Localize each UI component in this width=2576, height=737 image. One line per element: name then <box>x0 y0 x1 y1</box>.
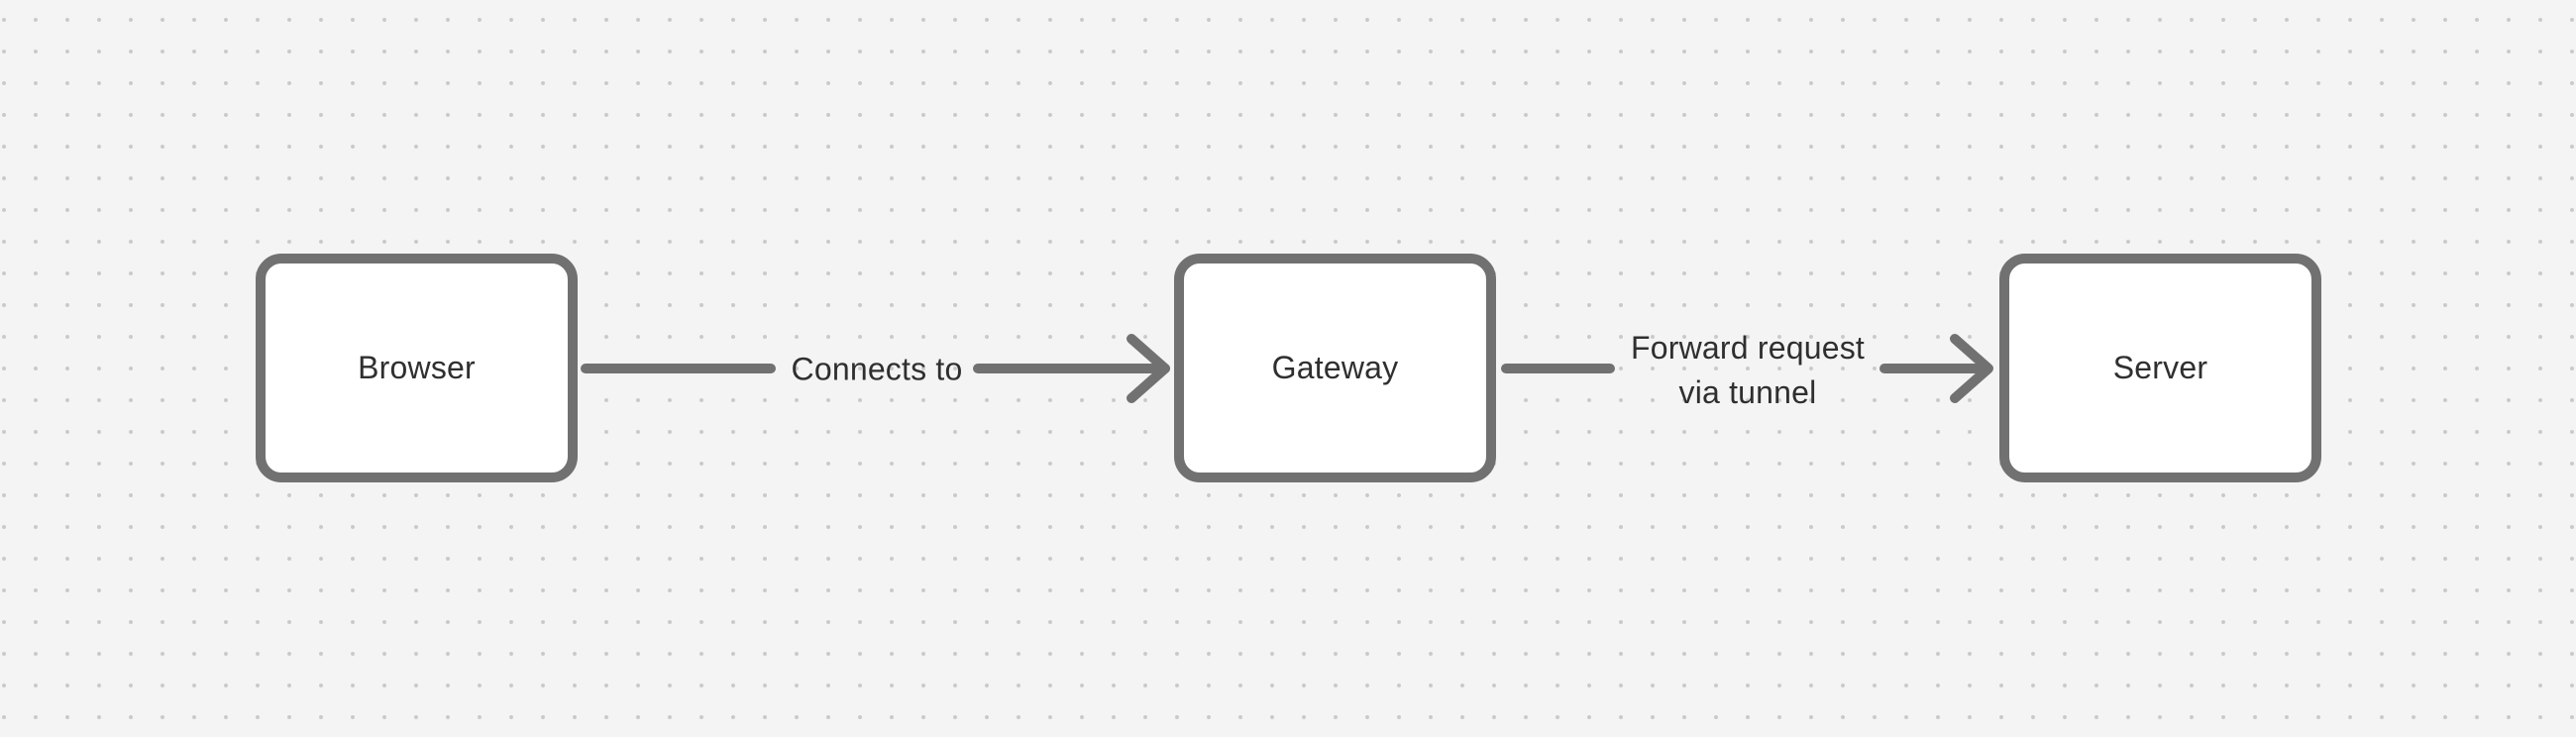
node-browser-label: Browser <box>358 350 476 385</box>
node-gateway-label: Gateway <box>1271 350 1399 385</box>
node-gateway[interactable]: Gateway <box>1174 254 1496 482</box>
edge-label-forward-request[interactable]: Forward request via tunnel <box>1631 330 1865 410</box>
edge-gateway-server[interactable] <box>1501 334 1993 403</box>
edge-label-connects-to[interactable]: Connects to <box>791 351 963 387</box>
node-browser[interactable]: Browser <box>256 254 578 482</box>
edge-browser-gateway[interactable] <box>581 334 1170 403</box>
arrowhead-icon <box>1127 334 1170 403</box>
arrowhead-icon <box>1950 334 1993 403</box>
node-server[interactable]: Server <box>1999 254 2321 482</box>
node-server-label: Server <box>2112 350 2208 385</box>
